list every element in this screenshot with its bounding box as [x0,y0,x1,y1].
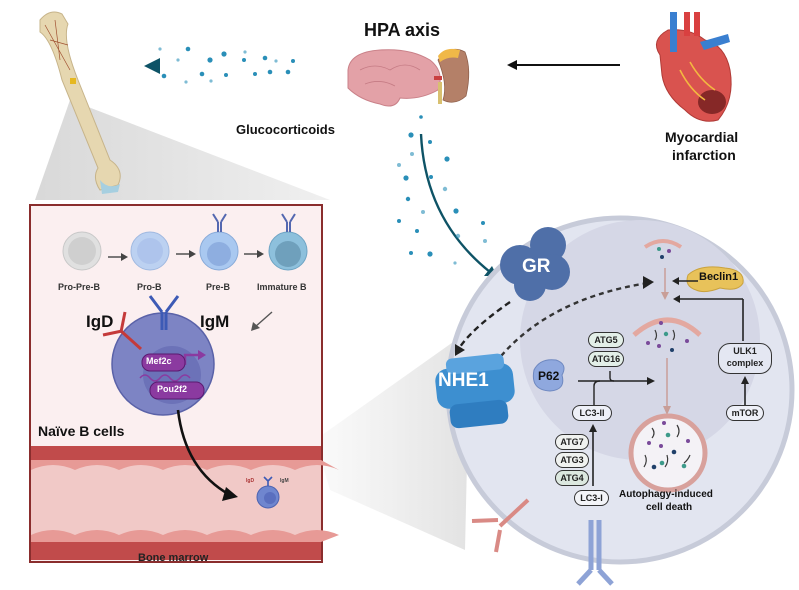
zoom-cone-cell [315,330,470,550]
b-cell-stage-pre-b [199,213,239,271]
autophagy-death-line2: cell death [646,502,693,513]
beclin1-protein [686,266,744,293]
gr-to-nhe1-dashed [456,301,511,351]
b-cell-stage-pro-b [130,231,170,271]
blood-vessel-wall-bottom [31,542,321,560]
nhe1-transporter [435,353,515,429]
infarction-label: infarction [672,147,736,163]
igm-small-label: IgM [280,478,289,484]
igd-antibody-bottom [471,498,530,553]
igm-label: IgM [200,312,230,331]
atg4-pill: ATG4 [555,470,589,486]
tf-pou2f2-box [149,381,205,400]
heart-icon [655,12,732,122]
atg5-pill: ATG5 [588,332,624,348]
stage-label-immature-b: Immature B [257,282,307,292]
lc3-i-pill: LC3-I [574,490,609,506]
bone-icon [39,11,121,194]
b-cell-stage-pro-pre-b [62,231,102,271]
ulk1-line1: ULK1 [733,346,757,356]
tf-pou2f2: Pou2f2 [157,384,188,394]
phagophore [632,317,702,337]
igd-small-label: IgD [246,478,255,484]
nhe1-label: NHE1 [438,370,489,391]
p62-label: P62 [538,369,560,383]
nhe1-to-autophagy-dashed [489,281,649,371]
autophagy-death-line1: Autophagy-induced [619,489,713,500]
brain-icon [347,49,441,107]
myocardial-label: Myocardial [665,129,739,145]
gc-curve-arrow [419,133,491,273]
beclin1-label: Beclin1 [699,271,739,283]
ulk1-complex-pill: ULK1 complex [718,343,772,374]
glucocorticoid-dots-top [158,46,295,84]
autolysosome [628,413,708,493]
ulk1-line2: complex [726,358,764,368]
migration-arrow [176,409,231,497]
b-cell-stage-immature-b [268,213,308,271]
glucocorticoid-dots-down [397,115,487,265]
hpa-axis-title: HPA axis [364,20,441,40]
gr-label: GR [522,256,551,277]
gr-receptor [500,227,570,301]
tf-mef2c: Mef2c [146,356,172,366]
glucocorticoids-label: Glucocorticoids [236,122,335,137]
atg3-pill: ATG3 [555,452,589,468]
blood-vessel-wall-top [31,446,321,460]
stage-label-pre-b: Pre-B [206,282,231,292]
naive-b-cells-label: Naïve B cells [38,423,125,439]
tf-mef2c-box [141,353,186,372]
atg7-pill: ATG7 [555,434,589,450]
igm-antibody-bottom [576,520,614,586]
atg16-pill: ATG16 [588,351,624,367]
igd-label: IgD [86,312,114,331]
stage-label-pro-pre-b: Pro-Pre-B [58,282,101,292]
kidney-icon [434,48,470,104]
lc3-ii-pill: LC3-II [572,405,612,421]
stage-label-pro-b: Pro-B [137,282,162,292]
mtor-pill: mTOR [726,405,764,421]
bone-marrow-label: Bone marrow [138,552,209,564]
p62-protein [532,359,565,392]
